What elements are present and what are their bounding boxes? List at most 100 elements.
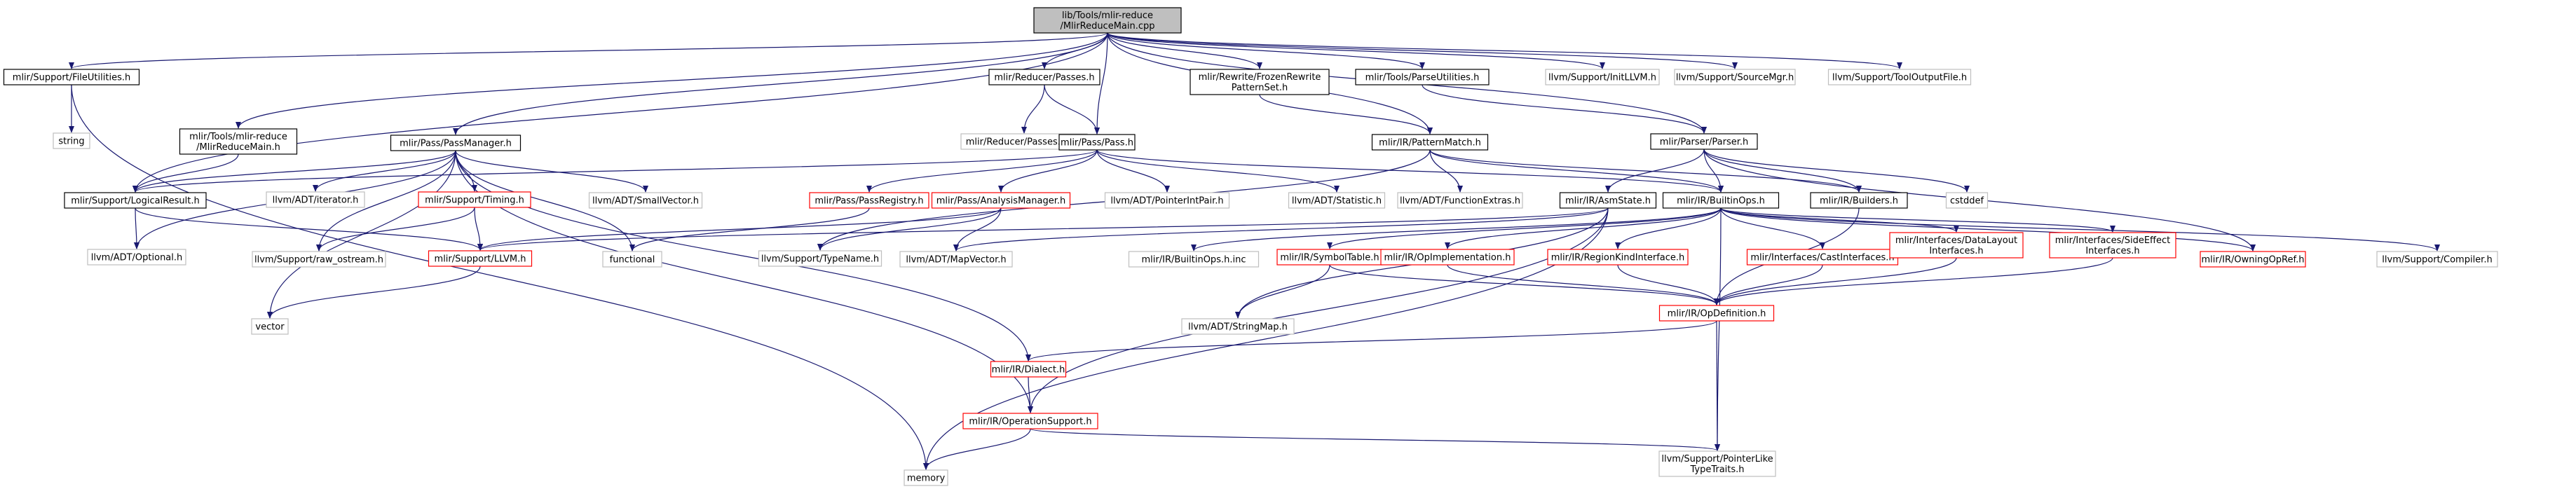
include-edge-passmanager-to-timing <box>455 150 477 192</box>
node-box <box>2376 251 2498 268</box>
node-symboltable[interactable]: mlir/IR/SymbolTable.h <box>1276 249 1383 266</box>
node-box <box>252 251 386 268</box>
node-owningopref[interactable]: mlir/IR/OwningOpRef.h <box>2200 251 2306 268</box>
node-functionextras: llvm/ADT/FunctionExtras.h <box>1397 192 1523 209</box>
include-edge-root-to-mlirreducemain_h <box>236 32 1108 129</box>
node-label: mlir/IR/OwningOpRef.h <box>2202 255 2305 266</box>
node-label: mlir/IR/BuiltinOps.h <box>1677 196 1765 207</box>
node-timing[interactable]: mlir/Support/Timing.h <box>418 191 531 208</box>
node-box <box>53 132 90 149</box>
node-label: llvm/ADT/MapVector.h <box>906 255 1006 266</box>
node-opdefinition[interactable]: mlir/IR/OpDefinition.h <box>1658 305 1775 322</box>
node-mlirreducemain_h[interactable]: mlir/Tools/mlir-reduce/MlirReduceMain.h <box>179 128 298 155</box>
node-castinterfaces[interactable]: mlir/Interfaces/CastInterfaces.h <box>1746 249 1899 266</box>
include-edge-pass-to-builtinops <box>1096 149 1724 193</box>
include-edge-reducerpasses-to-pass <box>1044 84 1100 135</box>
include-edge-root-to-frozenrewrite <box>1107 32 1262 69</box>
node-passregistry[interactable]: mlir/Pass/PassRegistry.h <box>809 192 929 209</box>
node-pass[interactable]: mlir/Pass/Pass.h <box>1058 134 1136 151</box>
node-parseutil[interactable]: mlir/Tools/ParseUtilities.h <box>1355 69 1490 85</box>
node-box <box>990 361 1067 378</box>
node-mapvector: llvm/ADT/MapVector.h <box>899 251 1013 268</box>
node-label: mlir/Tools/ParseUtilities.h <box>1365 73 1480 83</box>
node-box <box>962 413 1098 429</box>
node-box <box>1889 232 2024 259</box>
node-functional: functional <box>602 251 662 268</box>
node-fileutil[interactable]: mlir/Support/FileUtilities.h <box>3 69 140 85</box>
node-opimpl[interactable]: mlir/IR/OpImplementation.h <box>1380 249 1515 266</box>
node-label: llvm/ADT/SmallVector.h <box>592 196 699 207</box>
node-label: mlir/Interfaces/SideEffect <box>2055 235 2171 246</box>
node-label: mlir/Reducer/Passes.h.inc <box>966 137 1082 148</box>
node-box <box>1397 192 1523 209</box>
node-builtinops[interactable]: mlir/IR/BuiltinOps.h <box>1662 192 1780 209</box>
node-box <box>1545 69 1660 85</box>
node-label: llvm/ADT/PointerIntPair.h <box>1110 196 1223 207</box>
include-edge-symboltable-to-stringmap <box>1235 264 1330 319</box>
include-edge-supportllvm-to-vector <box>267 266 481 319</box>
node-label: mlir/Pass/PassRegistry.h <box>815 196 923 207</box>
node-box <box>1371 134 1489 151</box>
node-label: lib/Tools/mlir-reduce <box>1062 11 1153 21</box>
include-edge-pass-to-passregistry <box>866 149 1098 193</box>
node-box <box>1674 69 1796 85</box>
include-edge-mlirreducemain_h-to-logicalresult <box>132 153 239 193</box>
node-box <box>1810 192 1908 209</box>
node-box <box>1945 192 1989 209</box>
include-edge-logicalresult-to-optional <box>133 207 139 249</box>
node-regionkind[interactable]: mlir/IR/RegionKindInterface.h <box>1547 249 1689 266</box>
include-edge-analysismanager-to-typename <box>817 207 1002 251</box>
node-label: /MlirReduceMain.h <box>196 142 280 153</box>
node-label: mlir/IR/OpImplementation.h <box>1384 253 1511 263</box>
node-label: llvm/Support/ToolOutputFile.h <box>1832 73 1967 83</box>
node-box <box>87 249 186 266</box>
node-label: functional <box>610 255 655 266</box>
node-builders[interactable]: mlir/IR/Builders.h <box>1810 192 1908 209</box>
node-label: /MlirReduceMain.cpp <box>1060 21 1154 32</box>
include-edge-passmanager-to-iterator <box>313 150 456 192</box>
include-edge-parser-to-asmstate <box>1605 149 1705 193</box>
node-reducerpasses[interactable]: mlir/Reducer/Passes.h <box>988 69 1100 85</box>
node-patternmatch[interactable]: mlir/IR/PatternMatch.h <box>1371 134 1489 151</box>
node-analysismanager[interactable]: mlir/Pass/AnalysisManager.h <box>931 192 1071 209</box>
node-typename: llvm/Support/TypeName.h <box>758 250 882 267</box>
node-root[interactable]: lib/Tools/mlir-reduce/MlirReduceMain.cpp <box>1033 7 1182 34</box>
include-edge-frozenrewrite-to-patternmatch <box>1259 94 1433 135</box>
node-box <box>1104 192 1230 209</box>
include-edge-builtinops-to-pointerlike <box>1715 207 1722 451</box>
node-dialect[interactable]: mlir/IR/Dialect.h <box>990 361 1067 378</box>
node-label: mlir/IR/Dialect.h <box>992 365 1065 376</box>
node-supportllvm[interactable]: mlir/Support/LLVM.h <box>428 250 533 267</box>
include-edge-patternmatch-to-builders <box>1429 149 1862 193</box>
include-edge-logicalresult-to-supportllvm <box>135 207 483 251</box>
node-box <box>904 469 948 486</box>
node-label: mlir/Support/FileUtilities.h <box>13 73 130 83</box>
node-label: mlir/IR/AsmState.h <box>1565 196 1651 207</box>
node-stringmap: llvm/ADT/StringMap.h <box>1181 318 1295 335</box>
node-passmanager[interactable]: mlir/Pass/PassManager.h <box>390 135 522 151</box>
node-opsupport[interactable]: mlir/IR/OperationSupport.h <box>962 413 1098 429</box>
node-label: mlir/Support/LLVM.h <box>435 254 526 265</box>
node-vector: vector <box>251 318 289 335</box>
edge-layer <box>69 32 2440 470</box>
node-box <box>428 250 533 267</box>
node-box <box>1547 249 1689 266</box>
node-label: mlir/Support/LogicalResult.h <box>71 196 199 207</box>
node-box <box>588 192 703 209</box>
node-box <box>1380 249 1515 266</box>
include-edge-root-to-pass <box>1094 32 1108 135</box>
node-asmstate[interactable]: mlir/IR/AsmState.h <box>1559 192 1657 209</box>
node-statistic: llvm/ADT/Statistic.h <box>1288 192 1386 209</box>
node-box <box>758 250 882 267</box>
include-edge-asmstate-to-memory <box>923 207 1609 470</box>
node-logicalresult[interactable]: mlir/Support/LogicalResult.h <box>64 192 207 209</box>
include-edge-passregistry-to-functional <box>629 207 870 252</box>
include-edge-parser-to-builders <box>1703 149 1862 193</box>
node-parser[interactable]: mlir/Parser/Parser.h <box>1650 133 1758 150</box>
node-box <box>2049 232 2176 259</box>
node-string: string <box>53 132 90 149</box>
